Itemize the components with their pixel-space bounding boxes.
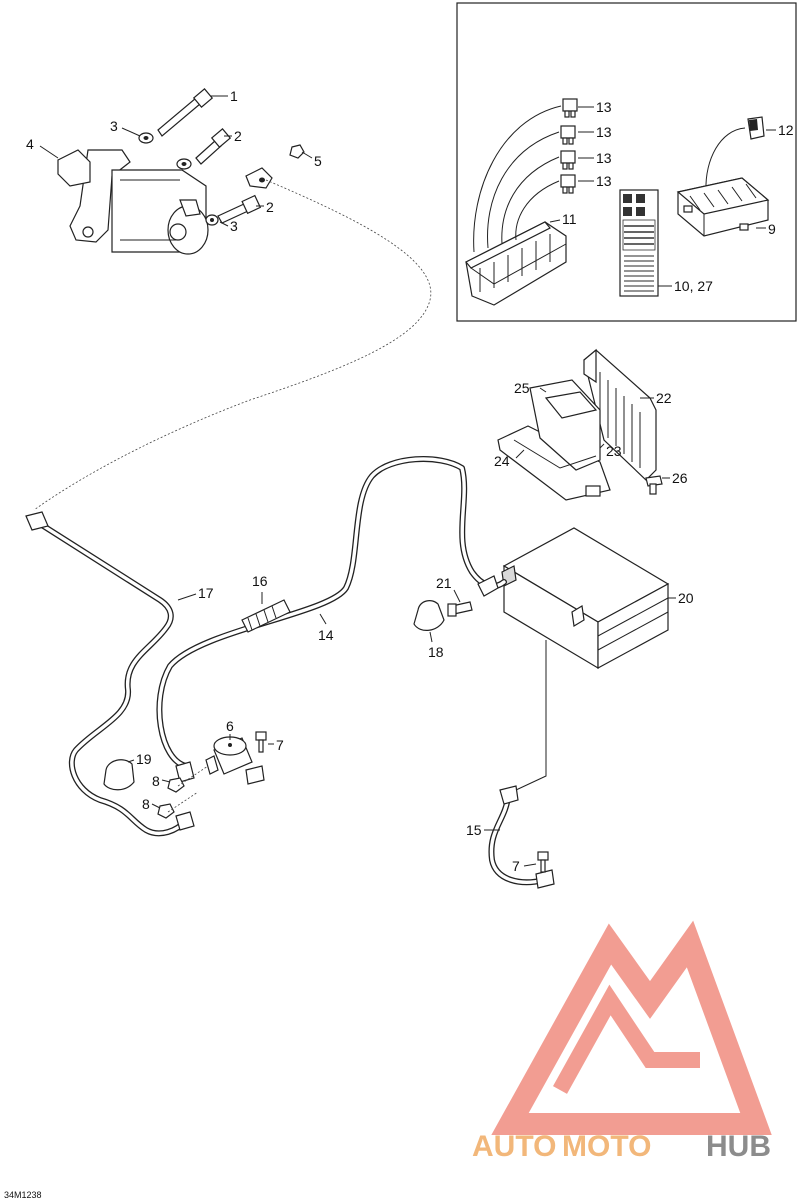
fuse-leader [501,156,560,245]
watermark-text-hub: HUB [706,1130,771,1163]
bolt [447,601,473,617]
bolt [255,731,267,753]
callout-11: 11 [562,211,577,227]
callout-16: 16 [252,573,268,589]
battery-holder [497,379,611,501]
fuse-label-card [619,189,659,297]
callout-26: 26 [672,470,688,486]
starter-solenoid [205,736,265,785]
fuse-inset-frame [456,2,797,322]
nut [289,144,305,159]
callout-18: 18 [428,644,444,660]
figure-reference: 34M1238 [4,1190,42,1200]
callout-2: 2 [234,128,242,144]
callout-13: 13 [596,99,612,115]
bolt [157,88,214,137]
bolt [537,851,549,873]
fuse [560,150,576,170]
positive-cable [156,456,507,783]
callout-4: 4 [26,136,34,152]
callout-8: 8 [142,796,150,812]
routing-dashed-line [33,179,432,511]
protective-boot [241,599,291,633]
callout-14: 14 [318,627,334,643]
terminal-cap [413,600,445,631]
callout-9: 9 [768,221,776,237]
callout-3: 3 [230,218,238,234]
bolt [217,194,262,224]
callout-10-27: 10, 27 [674,278,713,294]
terminal-cap [103,759,135,791]
fuse [560,125,576,145]
fuse [560,174,576,194]
callout-22: 22 [656,390,672,406]
fuse-leader [515,180,560,241]
callout-leaders [39,95,776,867]
callout-7: 7 [276,737,284,753]
wiring-harness [25,511,195,837]
relay-holder [676,177,770,237]
callout-12: 12 [778,122,794,138]
fuse-leader [487,131,560,249]
callout-13: 13 [596,150,612,166]
relay [747,116,765,140]
callout-17: 17 [198,585,214,601]
ground-leader [515,640,547,791]
watermark-logo [491,920,772,1135]
callout-19: 19 [136,751,152,767]
bolt [195,128,232,165]
callout-3: 3 [110,118,118,134]
callout-5: 5 [314,153,322,169]
callout-6: 6 [226,718,234,734]
watermark-text-moto: MOTO [562,1130,651,1163]
washer [205,214,219,226]
callout-23: 23 [606,443,622,459]
nut [167,777,185,793]
starter-cable-terminal [245,167,273,189]
battery [501,527,670,670]
washer [176,158,192,170]
callout-24: 24 [494,453,510,469]
callout-20: 20 [678,590,694,606]
starter-motor [57,149,209,255]
watermark-text-auto: AUTO [472,1130,556,1163]
callout-13: 13 [596,173,612,189]
screw [645,475,663,495]
callout-1: 1 [230,88,238,104]
callout-21: 21 [436,575,452,591]
relay-leader [705,127,746,191]
callout-25: 25 [514,380,530,396]
callout-2: 2 [266,199,274,215]
fuse-leader [473,105,562,253]
washer [138,132,154,144]
nut [157,803,175,819]
callout-8: 8 [152,773,160,789]
fuse-box [465,221,567,306]
fuse [562,98,578,118]
callout-15: 15 [466,822,482,838]
ground-cable [488,785,555,889]
callout-13: 13 [596,124,612,140]
callout-7: 7 [512,858,520,874]
battery-box-cover [583,348,657,481]
